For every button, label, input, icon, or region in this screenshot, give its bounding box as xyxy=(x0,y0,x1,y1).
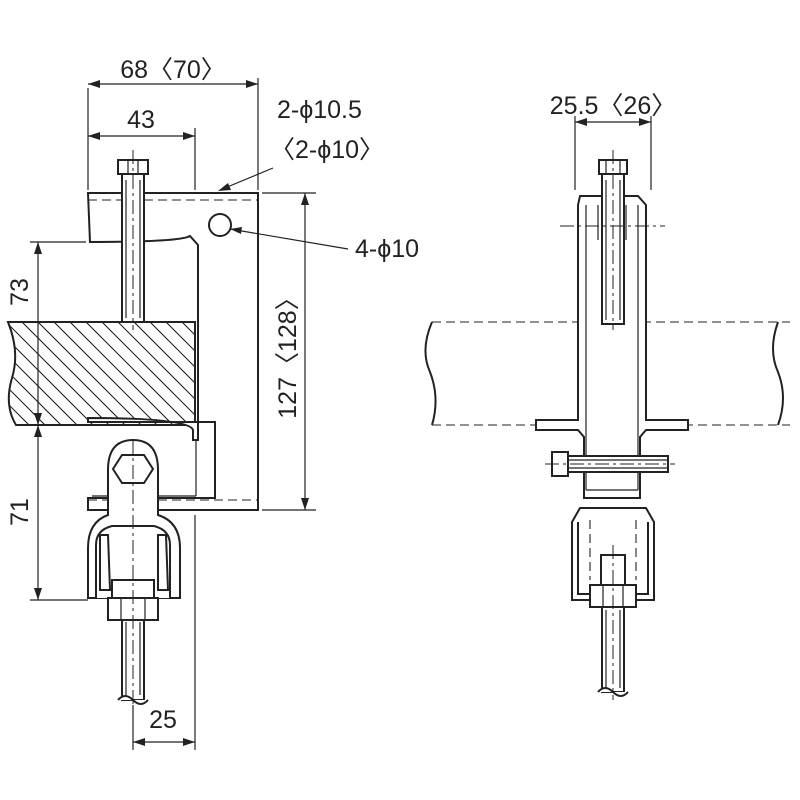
dim-hole-side: 4-ϕ10 xyxy=(355,235,419,263)
clip-slot-right xyxy=(157,534,170,591)
clip-slot-left xyxy=(99,534,112,591)
dim-hole-top-line2: 〈2-ϕ10〉 xyxy=(270,136,384,164)
beam-section xyxy=(6,321,196,426)
side-hanging-rod xyxy=(589,545,637,700)
dim-height-total: 127〈128〉 xyxy=(274,285,302,418)
side-view: 25.5〈26〉 xyxy=(424,92,790,700)
dim-height-upper: 73 xyxy=(6,278,34,306)
side-clamp-body xyxy=(535,195,689,499)
dim-hole-top-line1: 2-ϕ10.5 xyxy=(277,96,362,124)
dim-height-lower: 71 xyxy=(6,498,34,526)
dim-side-width: 25.5〈26〉 xyxy=(550,92,676,120)
hanger-clip xyxy=(87,438,181,599)
side-set-bolt xyxy=(560,150,665,330)
dim-width-outer: 68〈70〉 xyxy=(120,56,226,84)
side-dimensions xyxy=(574,116,652,190)
dim-width-inner: 43 xyxy=(127,106,155,134)
side-cross-bolt xyxy=(545,451,675,477)
front-view: 68〈70〉 43 2-ϕ10.5 〈2-ϕ10〉 4-ϕ10 127〈128〉… xyxy=(6,56,419,750)
side-beam xyxy=(424,321,790,426)
c-frame-body xyxy=(86,192,259,511)
top-set-bolt xyxy=(117,150,149,330)
frame-hole xyxy=(208,213,232,237)
beam-hatching xyxy=(8,322,195,425)
dim-bottom-offset: 25 xyxy=(149,706,177,734)
front-dimensions xyxy=(30,78,349,750)
hanging-rod xyxy=(107,440,159,705)
